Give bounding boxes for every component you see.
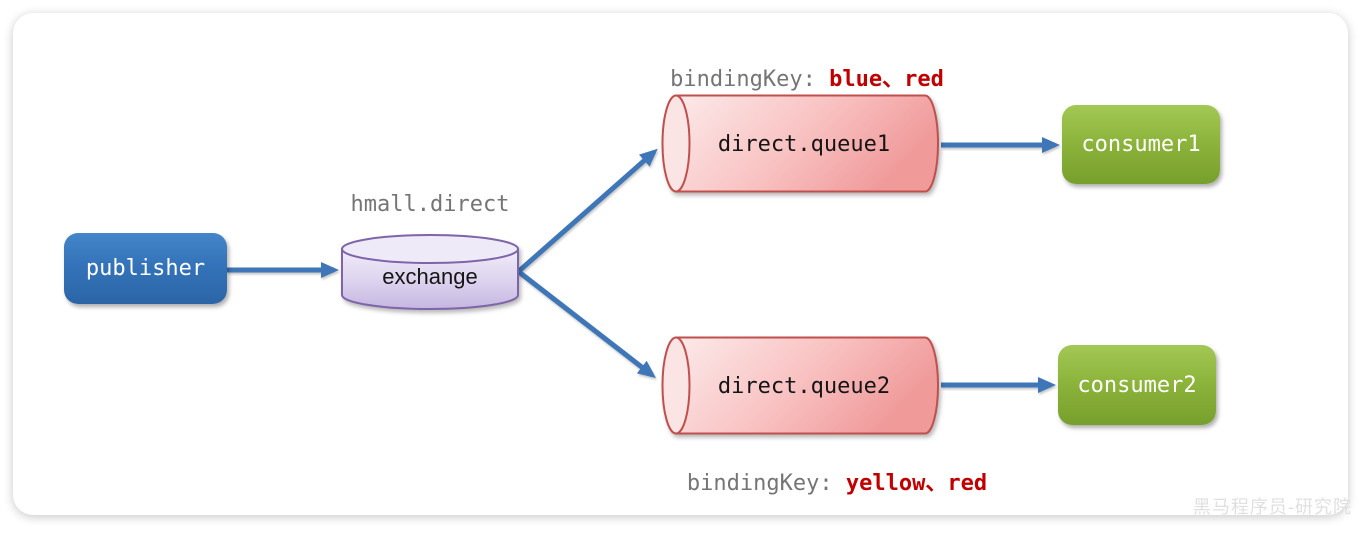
queue1-cylinder <box>661 94 939 193</box>
exchange-label: exchange <box>382 264 478 289</box>
exchange-name-label: hmall.direct <box>350 192 510 217</box>
exchange-cylinder-top <box>341 234 519 264</box>
consumer1-node: consumer1 <box>1062 105 1220 184</box>
binding-key-values: blue、red <box>829 67 944 92</box>
queue1-cylinder-cap <box>661 94 691 193</box>
publisher-node: publisher <box>64 233 227 304</box>
exchange-cylinder-body <box>341 248 519 310</box>
queue2-cylinder-cap <box>661 336 691 435</box>
consumer2-node: consumer2 <box>1058 345 1216 425</box>
binding-key-prefix: bindingKey: <box>670 67 816 92</box>
consumer1-label: consumer1 <box>1081 132 1201 157</box>
binding-key-values: yellow、red <box>845 471 988 496</box>
consumer2-label: consumer2 <box>1077 372 1197 398</box>
queue2-label: direct.queue2 <box>717 374 891 399</box>
queue1-cylinder-body <box>675 94 939 193</box>
queue2-cylinder <box>661 336 939 435</box>
binding-key-queue2: bindingKey: yellow、red <box>687 465 987 497</box>
exchange-cylinder <box>341 234 519 310</box>
binding-key-queue1: bindingKey: blue、red <box>670 61 944 93</box>
queue2-cylinder-body <box>675 336 939 435</box>
binding-key-prefix: bindingKey: <box>686 471 833 496</box>
watermark: 黑马程序员-研究院 <box>1192 497 1352 518</box>
queue1-label: direct.queue1 <box>717 132 891 157</box>
publisher-label: publisher <box>85 256 206 281</box>
